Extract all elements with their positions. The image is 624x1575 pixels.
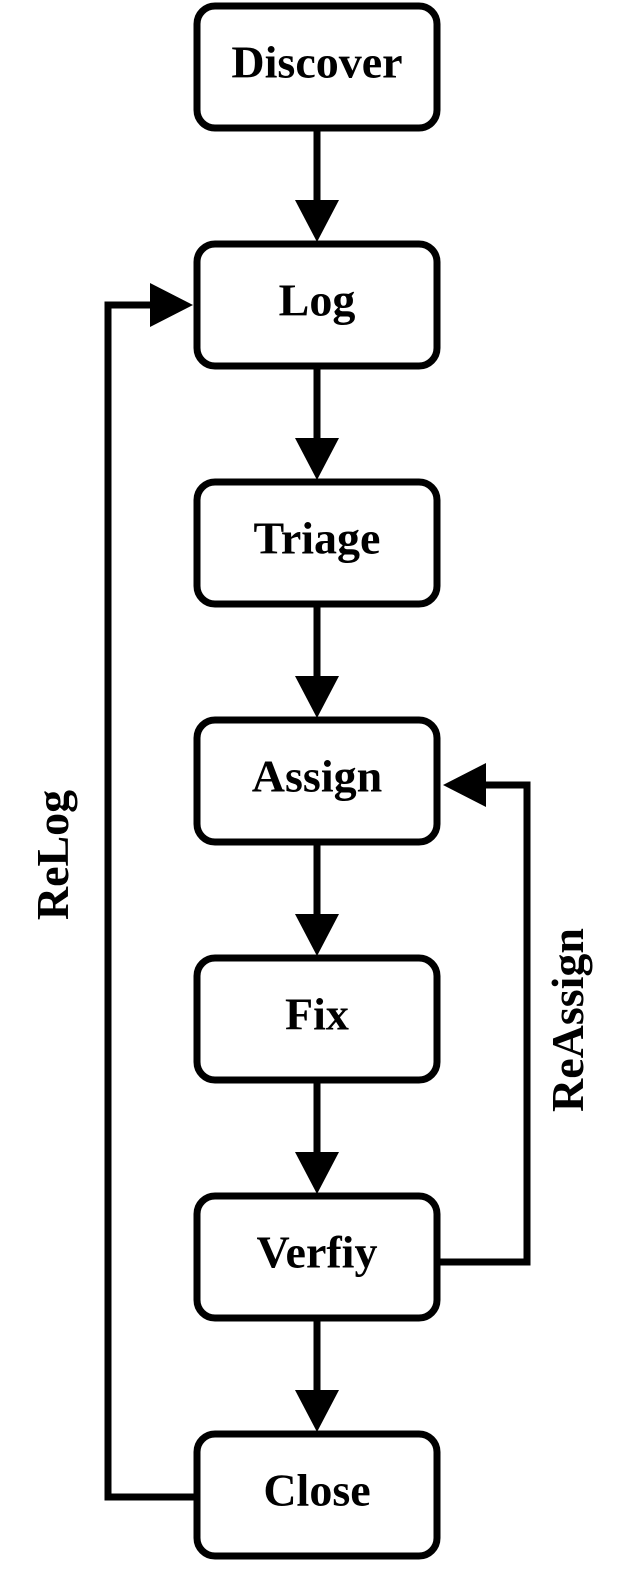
node-label: Triage [254,513,381,564]
arrow-triage-to-assign [295,604,339,718]
node-label: Close [263,1465,370,1516]
node-assign: Assign [193,716,441,846]
arrow-verify-to-close [295,1318,339,1432]
relog-label: ReLog [27,790,78,920]
node-label: Verfiy [257,1227,378,1278]
relog-loop: ReLog [27,283,197,1501]
node-close: Close [193,1430,441,1560]
node-label: Discover [231,37,402,88]
arrow-fix-to-verify [295,1080,339,1194]
reassign-loop: ReAssign [437,763,593,1266]
node-verify: Verfiy [193,1192,441,1322]
reassign-label: ReAssign [542,928,593,1112]
node-triage: Triage [193,478,441,608]
flow-arrows [295,128,339,1432]
node-label: Assign [252,751,382,802]
node-log: Log [193,240,441,370]
arrow-log-to-triage [295,366,339,480]
arrow-assign-to-fix [295,842,339,956]
node-label: Fix [285,989,349,1040]
arrow-discover-to-log [295,128,339,242]
node-fix: Fix [193,954,441,1084]
node-label: Log [279,275,356,326]
node-discover: Discover [193,2,441,132]
